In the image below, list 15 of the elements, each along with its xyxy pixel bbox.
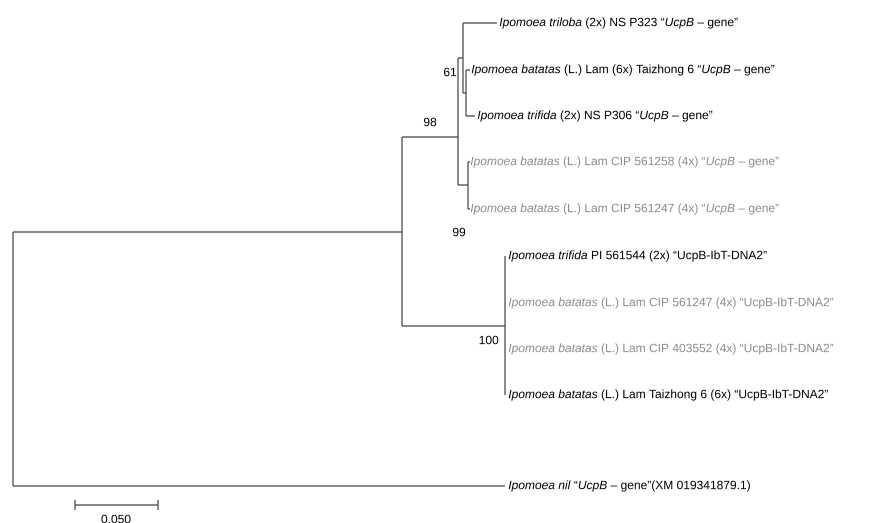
bootstrap-value: 61 <box>444 68 456 76</box>
taxon-label: Ipomoea nil “UcpB – gene”(XM 019341879.1) <box>508 480 750 492</box>
taxon-label: Ipomoea batatas (L.) Lam CIP 403552 (4x) “UcpB-IbT-DNA2” <box>508 343 834 355</box>
taxon-label: Ipomoea batatas (L.) Lam CIP 561247 (4x) “UcpB – gene” <box>470 203 779 215</box>
bootstrap-value: 99 <box>452 228 466 236</box>
taxon-label: Ipomoea triloba (2x) NS P323 “UcpB – gene” <box>500 17 738 29</box>
bootstrap-value: 100 <box>480 336 498 344</box>
taxon-label: Ipomoea batatas (L.) Lam Taizhong 6 (6x) “UcpB-IbT-DNA2” <box>508 389 828 401</box>
scale-value: 0.050 <box>101 514 131 523</box>
bootstrap-value: 98 <box>424 118 436 126</box>
taxon-label: Ipomoea trifida (2x) NS P306 “UcpB – gene” <box>478 110 712 122</box>
taxon-label: Ipomoea batatas (L.) Lam (6x) Taizhong 6 “UcpB – gene” <box>472 64 774 76</box>
taxon-label: Ipomoea batatas (L.) Lam CIP 561258 (4x) “UcpB – gene” <box>470 156 779 168</box>
taxon-label: Ipomoea trifida PI 561544 (2x) “UcpB-IbT-DNA2” <box>508 250 767 262</box>
taxon-label: Ipomoea batatas (L.) Lam CIP 561247 (4x) “UcpB-IbT-DNA2” <box>508 297 834 309</box>
